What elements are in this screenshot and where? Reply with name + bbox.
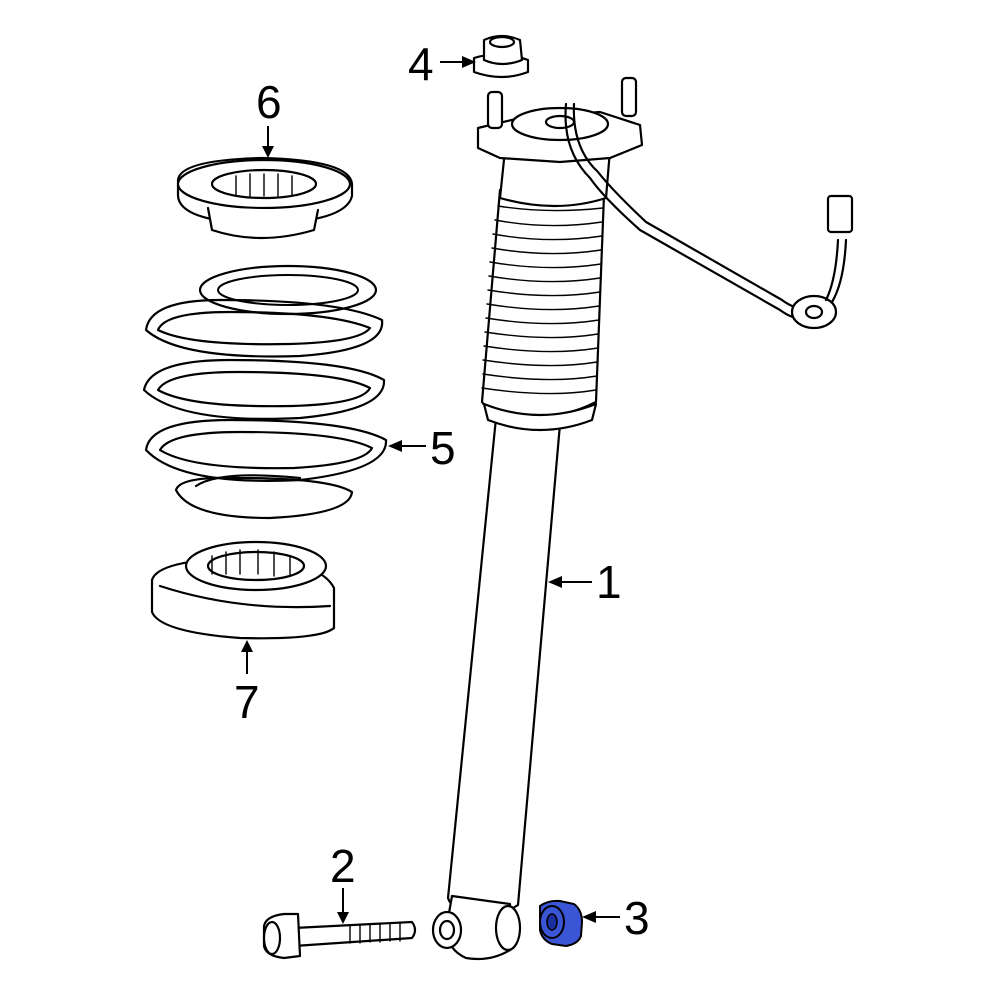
callout-number-5: 5: [430, 422, 456, 474]
callout-number-7: 7: [234, 676, 260, 728]
callout-2: 2: [330, 840, 356, 924]
callout-number-1: 1: [596, 556, 622, 608]
upper-spring-seat-part-6[interactable]: [176, 156, 354, 240]
callout-5: 5: [388, 422, 456, 474]
shock-absorber-part-1[interactable]: [431, 76, 854, 961]
top-nut-part-4[interactable]: [472, 34, 530, 79]
callout-4: 4: [408, 38, 476, 90]
callout-3: 3: [582, 892, 650, 944]
coil-spring-part-5[interactable]: [142, 264, 388, 520]
bolt-part-2[interactable]: [262, 912, 417, 960]
nut-part-3[interactable]: [539, 899, 584, 948]
callout-number-2: 2: [330, 840, 356, 892]
lower-spring-seat-part-7[interactable]: [150, 540, 336, 640]
callout-number-4: 4: [408, 38, 434, 90]
callout-number-3: 3: [624, 892, 650, 944]
callout-number-6: 6: [256, 76, 282, 128]
callout-1: 1: [548, 556, 622, 608]
callout-6: 6: [256, 76, 282, 158]
callout-7: 7: [234, 640, 260, 728]
